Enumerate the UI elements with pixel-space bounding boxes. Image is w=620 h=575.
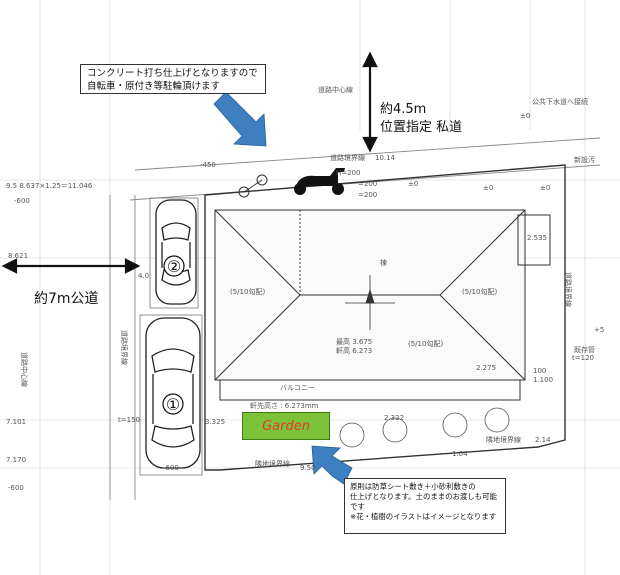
dim-8621: 8.621 — [8, 252, 28, 260]
parking-1-marker — [162, 393, 184, 415]
small-labels: 道路中心線 道路境界線 10.14 H=200 =200 =200 -450 ±… — [6, 85, 604, 492]
house-roof — [214, 209, 551, 401]
plant-icons — [339, 407, 510, 448]
ridge: 棟 — [380, 258, 387, 267]
dim-t150: t=150 — [118, 416, 140, 424]
roof-bottom: (5/10勾配) — [408, 339, 443, 348]
dim-7170: 7.170 — [6, 456, 26, 464]
parking-2-number: ② — [167, 257, 181, 276]
dim-1100: 1.100 — [533, 376, 553, 384]
dim-t120: t=120 — [572, 354, 594, 362]
pm0-a: ±0 — [408, 180, 418, 188]
callout-bottom-line2: 仕上げとなります。土のままのお渡しも可能です — [350, 491, 497, 511]
dim-2535: 2.535 — [527, 234, 547, 242]
parking-area-1 — [139, 314, 203, 476]
dim-40: 4.0 — [138, 272, 149, 280]
parking-1-number: ① — [166, 395, 180, 414]
parking-2-marker — [163, 255, 185, 277]
dim-200b: =200 — [358, 191, 377, 199]
private-road-type: 位置指定 私道 — [380, 120, 463, 135]
pm0-d: ±0 — [540, 184, 550, 192]
dim-100: 100 — [533, 367, 546, 375]
pm0-c: ±0 — [520, 112, 530, 120]
road-center-left: 道路中心線 — [20, 352, 29, 387]
lot-boundary — [204, 164, 566, 471]
dim-2322: 2.322 — [384, 414, 404, 422]
road-boundary-left: 道路境界線 — [120, 330, 129, 365]
dim-164: 1.64 — [452, 450, 468, 458]
adjacent-boundary: 隣地境界線 — [255, 459, 290, 468]
dim-minus600a: -600 — [14, 197, 30, 205]
width-top: 10.14 — [375, 154, 396, 162]
height-1: 最高 3.675 — [336, 337, 372, 346]
road-center-top: 道路中心線 — [318, 85, 353, 94]
dim-7101: 7.101 — [6, 418, 26, 426]
callout-bottom-line3: ※花・植樹のイラストはイメージとなります — [350, 511, 497, 521]
compass-icon — [345, 275, 395, 330]
eave-height: 軒先高さ : 6.273mm — [250, 401, 319, 410]
car-1-icon — [145, 317, 201, 469]
width-bottom: 9.50 — [300, 464, 316, 472]
new-pipe: 新設汚 — [574, 155, 595, 164]
dim-200a: =200 — [358, 180, 377, 188]
bicycle-icon — [238, 174, 268, 198]
dot5: +5 — [594, 326, 604, 334]
callout-top-line1: コンクリート打ち仕上げとなりますので — [87, 68, 258, 79]
public-road-label: 約7m公道 — [34, 291, 99, 307]
callout-top-line2: 自転車・原付き等駐輪頂けます — [87, 80, 221, 92]
dim-2275: 2.275 — [476, 364, 496, 372]
scooter-icon — [294, 168, 345, 195]
road-boundary-top: 道路境界線 — [330, 153, 365, 162]
private-road-arrow — [362, 51, 378, 153]
parking-area-2 — [149, 197, 199, 309]
callout-top-arrow — [213, 91, 267, 147]
road-boundary-right: 道路境界線 — [564, 272, 573, 307]
pm0-b: ±0 — [483, 184, 493, 192]
dim-214: 2.14 — [535, 436, 551, 444]
callout-bottom-line1: 原則は防草シート敷き＋小砂利敷きの — [350, 482, 476, 491]
existing-pipe: 既存管 — [574, 345, 595, 354]
public-road-arrow — [1, 258, 141, 274]
height-2: 軒高 6.273 — [336, 346, 372, 355]
dim-h200: H=200 — [336, 169, 361, 177]
dim-3325: 3.325 — [205, 418, 225, 426]
minus450: -450 — [200, 161, 216, 169]
boundary-dim: 9.5 8.637×1.25＝11.046 — [6, 182, 93, 190]
dim-minus600b: -600 — [8, 484, 24, 492]
private-road-width: 約4.5m — [380, 102, 427, 117]
roof-right: (5/10勾配) — [462, 287, 497, 296]
car-2-icon — [155, 199, 197, 305]
callout-bottom-arrow — [311, 445, 353, 485]
callout-bottom: 原則は防草シート敷き＋小砂利敷きの 仕上げとなります。土のままのお渡しも可能です… — [344, 478, 506, 534]
garden-label: Garden — [242, 412, 330, 440]
callout-top: コンクリート打ち仕上げとなりますので 自転車・原付き等駐輪頂けます — [80, 64, 266, 94]
adjacent-boundary-right: 隣地境界線 — [486, 435, 521, 444]
public-sewer: 公共下水道へ接続 — [532, 97, 588, 106]
balcony: バルコニー — [280, 384, 315, 392]
roof-left: (5/10勾配) — [230, 287, 265, 296]
dim-minus600c: -600 — [163, 464, 179, 472]
